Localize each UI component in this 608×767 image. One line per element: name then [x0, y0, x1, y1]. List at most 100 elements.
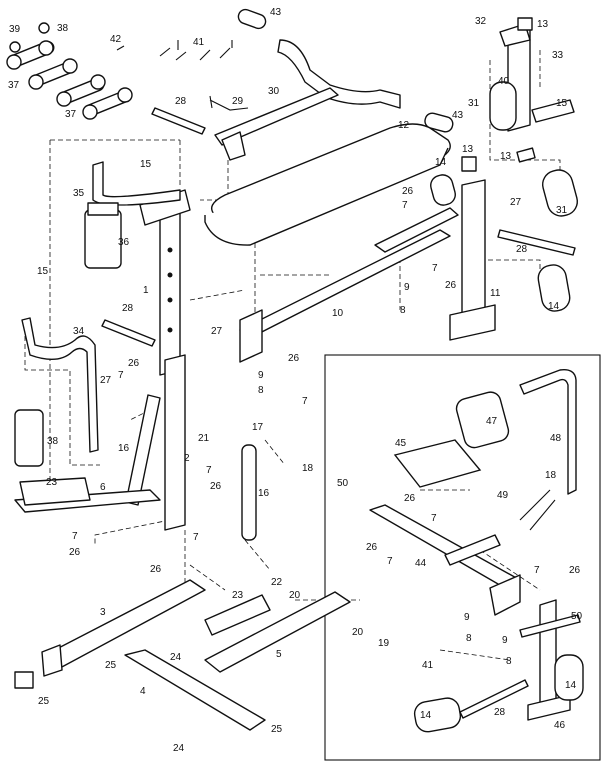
part-12-seat-pad	[204, 123, 451, 246]
label-23-center: 23	[232, 590, 244, 601]
label-31-top: 31	[468, 98, 480, 109]
part-48-curved-bar	[519, 369, 577, 495]
label-43-right: 43	[452, 110, 464, 121]
label-14-inset-right: 14	[565, 680, 577, 691]
part-13-top-cap	[517, 17, 533, 31]
label-17: 17	[252, 422, 264, 433]
label-7-f: 7	[72, 531, 78, 542]
label-15-right: 15	[556, 98, 568, 109]
part-1-upright	[139, 189, 191, 376]
label-41-inset: 41	[422, 660, 434, 671]
part-5-slide-rail	[204, 591, 351, 673]
part-35-arm	[92, 161, 181, 206]
label-9-d: 9	[502, 635, 508, 646]
part-43-handlebar	[237, 8, 454, 133]
label-5: 5	[276, 649, 282, 660]
label-12: 12	[398, 120, 410, 131]
label-37a: 37	[8, 80, 20, 91]
label-32: 32	[475, 16, 487, 27]
inset-frame	[324, 354, 601, 761]
label-18-a: 18	[302, 463, 314, 474]
label-44: 44	[415, 558, 427, 569]
label-50-b: 50	[571, 611, 583, 622]
label-8-d: 8	[506, 656, 512, 667]
label-24-b: 24	[173, 743, 185, 754]
label-40: 40	[498, 76, 510, 87]
part-28-rod-left	[101, 319, 156, 347]
label-41: 41	[193, 37, 205, 48]
label-3: 3	[100, 607, 106, 618]
label-25-a: 25	[105, 660, 117, 671]
label-23-left: 23	[46, 477, 58, 488]
label-34: 34	[73, 326, 85, 337]
label-25-c: 25	[271, 724, 283, 735]
label-8-a: 8	[400, 305, 406, 316]
part-4-rear-base	[124, 649, 266, 731]
label-27-a: 27	[510, 197, 522, 208]
label-1: 1	[143, 285, 149, 296]
part-16-cylinder-left	[125, 394, 161, 506]
part-47-roller	[455, 391, 510, 449]
label-26-e: 26	[210, 481, 222, 492]
label-7-c: 7	[118, 370, 124, 381]
part-11-front-post	[430, 156, 496, 341]
part-14-roller-right	[537, 264, 571, 312]
part-28-29-rods	[151, 95, 249, 135]
label-36: 36	[118, 237, 130, 248]
part-23-foot-plate-left	[19, 477, 91, 506]
label-19: 19	[378, 638, 390, 649]
label-21: 21	[198, 433, 210, 444]
label-7-a: 7	[402, 200, 408, 211]
label-26-j: 26	[569, 565, 581, 576]
part-31-roller-lower	[542, 169, 578, 217]
part-37-weight-bar-lower	[56, 74, 133, 120]
label-15-top: 15	[140, 159, 152, 170]
part-42-41-pins	[116, 40, 233, 61]
label-4: 4	[140, 686, 146, 697]
label-25-b: 25	[38, 696, 50, 707]
label-46: 46	[554, 720, 566, 731]
part-3-front-base	[41, 579, 206, 677]
part-38-weight-sleeve	[14, 409, 44, 467]
label-18-b: 18	[545, 470, 557, 481]
label-26-i: 26	[366, 542, 378, 553]
label-7-e: 7	[206, 465, 212, 476]
part-36-weight-sleeve	[84, 209, 122, 269]
label-28-left: 28	[122, 303, 134, 314]
label-6: 6	[100, 482, 106, 493]
part-31-roller-upper	[489, 81, 517, 131]
label-14-inset-left: 14	[420, 710, 432, 721]
label-37b: 37	[65, 109, 77, 120]
part-30-top-beam	[214, 87, 339, 161]
label-24-a: 24	[170, 652, 182, 663]
label-9-b: 9	[258, 370, 264, 381]
label-7-d: 7	[302, 396, 308, 407]
part-37-weight-bar-upper	[6, 40, 78, 90]
label-26-d: 26	[288, 353, 300, 364]
part-13-cap	[461, 156, 477, 172]
label-30: 30	[268, 86, 280, 97]
label-33: 33	[552, 50, 564, 61]
part-14-roller-inset-right	[554, 654, 584, 701]
label-39: 39	[9, 24, 21, 35]
part-40-pivot-post	[489, 17, 575, 163]
part-28-rod-right	[497, 229, 576, 256]
label-22: 22	[271, 577, 283, 588]
part-25-end-cap-left	[14, 671, 34, 689]
part-2-lower-upright	[164, 354, 186, 531]
part-28-rod-inset	[459, 679, 529, 719]
label-48: 48	[550, 433, 562, 444]
label-35: 35	[73, 188, 85, 199]
label-14-right: 14	[548, 301, 560, 312]
label-42: 42	[110, 34, 122, 45]
label-16-left: 16	[118, 443, 130, 454]
label-20-b: 20	[352, 627, 364, 638]
label-13-mid: 13	[462, 144, 474, 155]
label-26-c: 26	[128, 358, 140, 369]
label-9-c: 9	[464, 612, 470, 623]
label-14-top: 14	[435, 157, 447, 168]
label-31-bottom: 31	[556, 205, 568, 216]
label-28-inset: 28	[494, 707, 506, 718]
